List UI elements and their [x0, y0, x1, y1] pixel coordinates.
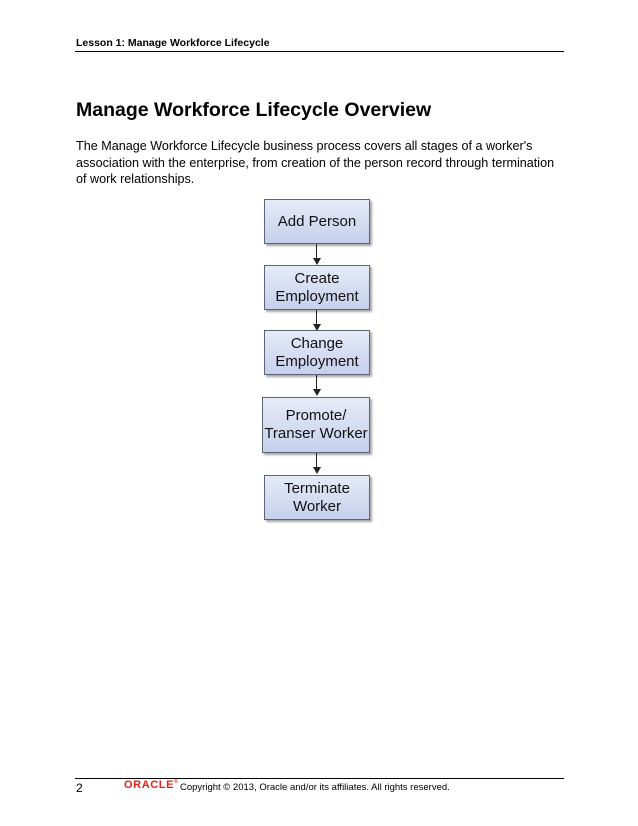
arrow-head-icon [313, 324, 321, 331]
copyright-notice: Copyright © 2013, Oracle and/or its affi… [180, 782, 450, 793]
flow-arrow [316, 375, 317, 390]
arrow-head-icon [313, 258, 321, 265]
flow-arrow [316, 453, 317, 468]
arrow-head-icon [313, 389, 321, 396]
arrow-head-icon [313, 467, 321, 474]
flow-step-create-employment: Create Employment [264, 265, 370, 310]
oracle-logo: ORACLE® [124, 779, 179, 791]
flow-arrow [316, 310, 317, 325]
header-divider [75, 51, 564, 52]
page-number: 2 [76, 781, 83, 795]
flow-step-change-employment: Change Employment [264, 330, 370, 375]
footer-divider [75, 778, 564, 779]
flow-step-promote-transfer: Promote/ Transer Worker [262, 397, 370, 453]
flow-arrow [316, 244, 317, 259]
intro-paragraph: The Manage Workforce Lifecycle business … [76, 139, 555, 186]
flow-step-add-person: Add Person [264, 199, 370, 244]
lesson-title: Lesson 1: Manage Workforce Lifecycle [76, 37, 270, 49]
page-title: Manage Workforce Lifecycle Overview [76, 99, 432, 121]
flow-step-terminate-worker: Terminate Worker [264, 475, 370, 520]
